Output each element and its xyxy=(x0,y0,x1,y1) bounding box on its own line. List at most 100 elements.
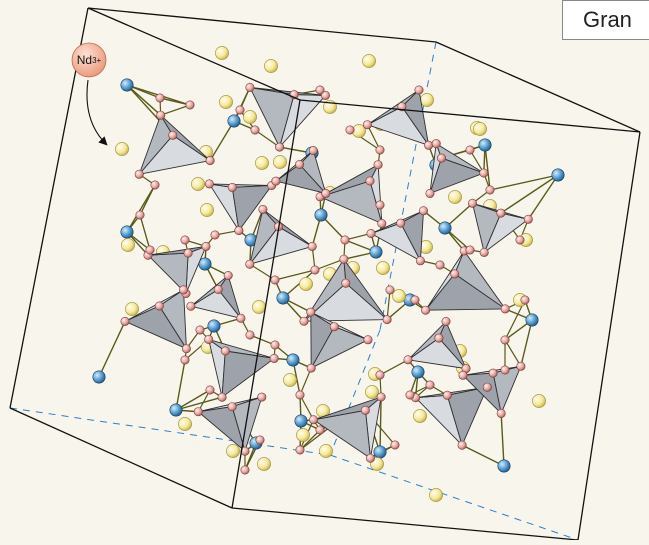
dodecahedral-cation-sphere xyxy=(273,155,286,168)
oxygen-atom xyxy=(364,336,372,344)
oxygen-atom xyxy=(483,383,491,391)
oxygen-atom xyxy=(308,242,316,250)
oxygen-atom xyxy=(378,219,386,227)
oxygen-atom xyxy=(497,209,505,217)
oxygen-atom xyxy=(316,426,324,434)
oxygen-atom xyxy=(194,408,202,416)
dodecahedral-cation-sphere xyxy=(243,110,256,123)
bond-line xyxy=(380,360,408,375)
oxygen-atom xyxy=(151,181,159,189)
oxygen-atom xyxy=(480,248,488,256)
octahedral-cation-sphere xyxy=(374,446,386,458)
oxygen-atom xyxy=(237,314,245,322)
dodecahedral-cation-sphere xyxy=(178,417,191,430)
dodecahedral-cation-sphere xyxy=(429,488,442,501)
oxygen-atom xyxy=(459,371,467,379)
oxygen-atom xyxy=(419,207,427,215)
bond-line xyxy=(528,175,558,219)
oxygen-atom xyxy=(218,393,226,401)
octahedral-cation-sphere xyxy=(498,460,510,472)
box-edge xyxy=(436,42,640,132)
dodecahedral-cation-sphere xyxy=(299,277,312,290)
dodecahedral-cation-sphere xyxy=(219,95,232,108)
oxygen-atom xyxy=(295,160,303,168)
oxygen-atom xyxy=(501,366,509,374)
oxygen-atom xyxy=(367,229,375,237)
dodecahedral-cation-sphere xyxy=(255,156,268,169)
oxygen-atom xyxy=(206,156,214,164)
dodecahedral-cation-sphere xyxy=(125,302,138,315)
oxygen-atom xyxy=(521,296,529,304)
dodecahedral-cation-sphere xyxy=(473,122,486,135)
oxygen-atom xyxy=(374,161,382,169)
oxygen-atom xyxy=(458,441,466,449)
oxygen-atom xyxy=(322,189,330,197)
oxygen-atom xyxy=(426,381,434,389)
oxygen-atom xyxy=(228,403,236,411)
curved-arrow-icon xyxy=(87,80,106,144)
oxygen-atom xyxy=(296,391,304,399)
dodecahedral-cation-sphere xyxy=(362,54,375,67)
oxygen-atom xyxy=(307,364,315,372)
bond-line xyxy=(505,340,521,366)
tetrahedron xyxy=(426,251,506,310)
dodecahedral-cation-sphere xyxy=(376,261,389,274)
oxygen-atom xyxy=(366,177,374,185)
oxygen-atom xyxy=(341,236,349,244)
box-hidden-edge xyxy=(10,408,330,455)
oxygen-atom xyxy=(436,261,444,269)
oxygen-atom xyxy=(501,336,509,344)
oxygen-atom xyxy=(377,393,385,401)
octahedral-cation-sphere xyxy=(93,371,105,383)
figure-title-box: Gran xyxy=(562,0,649,40)
oxygen-atom xyxy=(121,317,129,325)
tetrahedron xyxy=(367,90,428,145)
oxygen-atom xyxy=(376,201,384,209)
tetrahedron-face xyxy=(222,351,274,397)
oxygen-atom xyxy=(363,121,371,129)
dodecahedral-cation-sphere xyxy=(448,190,461,203)
oxygen-atom xyxy=(432,139,440,147)
oxygen-atom xyxy=(169,131,177,139)
oxygen-atom xyxy=(311,266,319,274)
dodecahedral-cation-sphere xyxy=(319,444,332,457)
octahedral-cation-sphere xyxy=(526,314,538,326)
dodecahedral-cation-sphere xyxy=(252,300,265,313)
oxygen-atom xyxy=(366,454,374,462)
oxygen-atom xyxy=(156,94,164,102)
bond-line xyxy=(127,185,155,232)
oxygen-atom xyxy=(342,279,350,287)
oxygen-atom xyxy=(296,446,304,454)
oxygen-atom xyxy=(205,180,213,188)
box-edge xyxy=(88,8,436,42)
oxygen-atom xyxy=(426,189,434,197)
bond-line xyxy=(99,321,125,377)
dodecahedral-cation-sphere xyxy=(215,46,228,59)
oxygen-atom xyxy=(497,409,505,417)
bond-line xyxy=(462,445,504,466)
oxygen-atom xyxy=(135,170,143,178)
oxygen-atom xyxy=(251,126,259,134)
oxygen-atom xyxy=(517,362,525,370)
oxygen-atom xyxy=(246,83,254,91)
oxygen-atom xyxy=(397,219,405,227)
dodecahedral-cation-sphere xyxy=(392,289,405,302)
box-edge xyxy=(232,508,578,540)
octahedral-cation-sphere xyxy=(287,354,299,366)
oxygen-atom xyxy=(275,143,283,151)
octahedral-cation-sphere xyxy=(370,246,382,258)
box-hidden-edge xyxy=(330,455,578,540)
dodecahedral-cation-sphere xyxy=(121,238,134,251)
bond-line xyxy=(380,397,381,452)
oxygen-atom xyxy=(246,260,254,268)
oxygen-atom xyxy=(309,146,317,154)
oxygen-atom xyxy=(182,345,190,353)
oxygen-atom xyxy=(136,211,144,219)
bond-line xyxy=(210,121,234,161)
oxygen-atom xyxy=(416,257,424,265)
octahedral-cation-sphere xyxy=(552,169,564,181)
bond-line xyxy=(161,105,190,115)
oxygen-atom xyxy=(415,86,423,94)
